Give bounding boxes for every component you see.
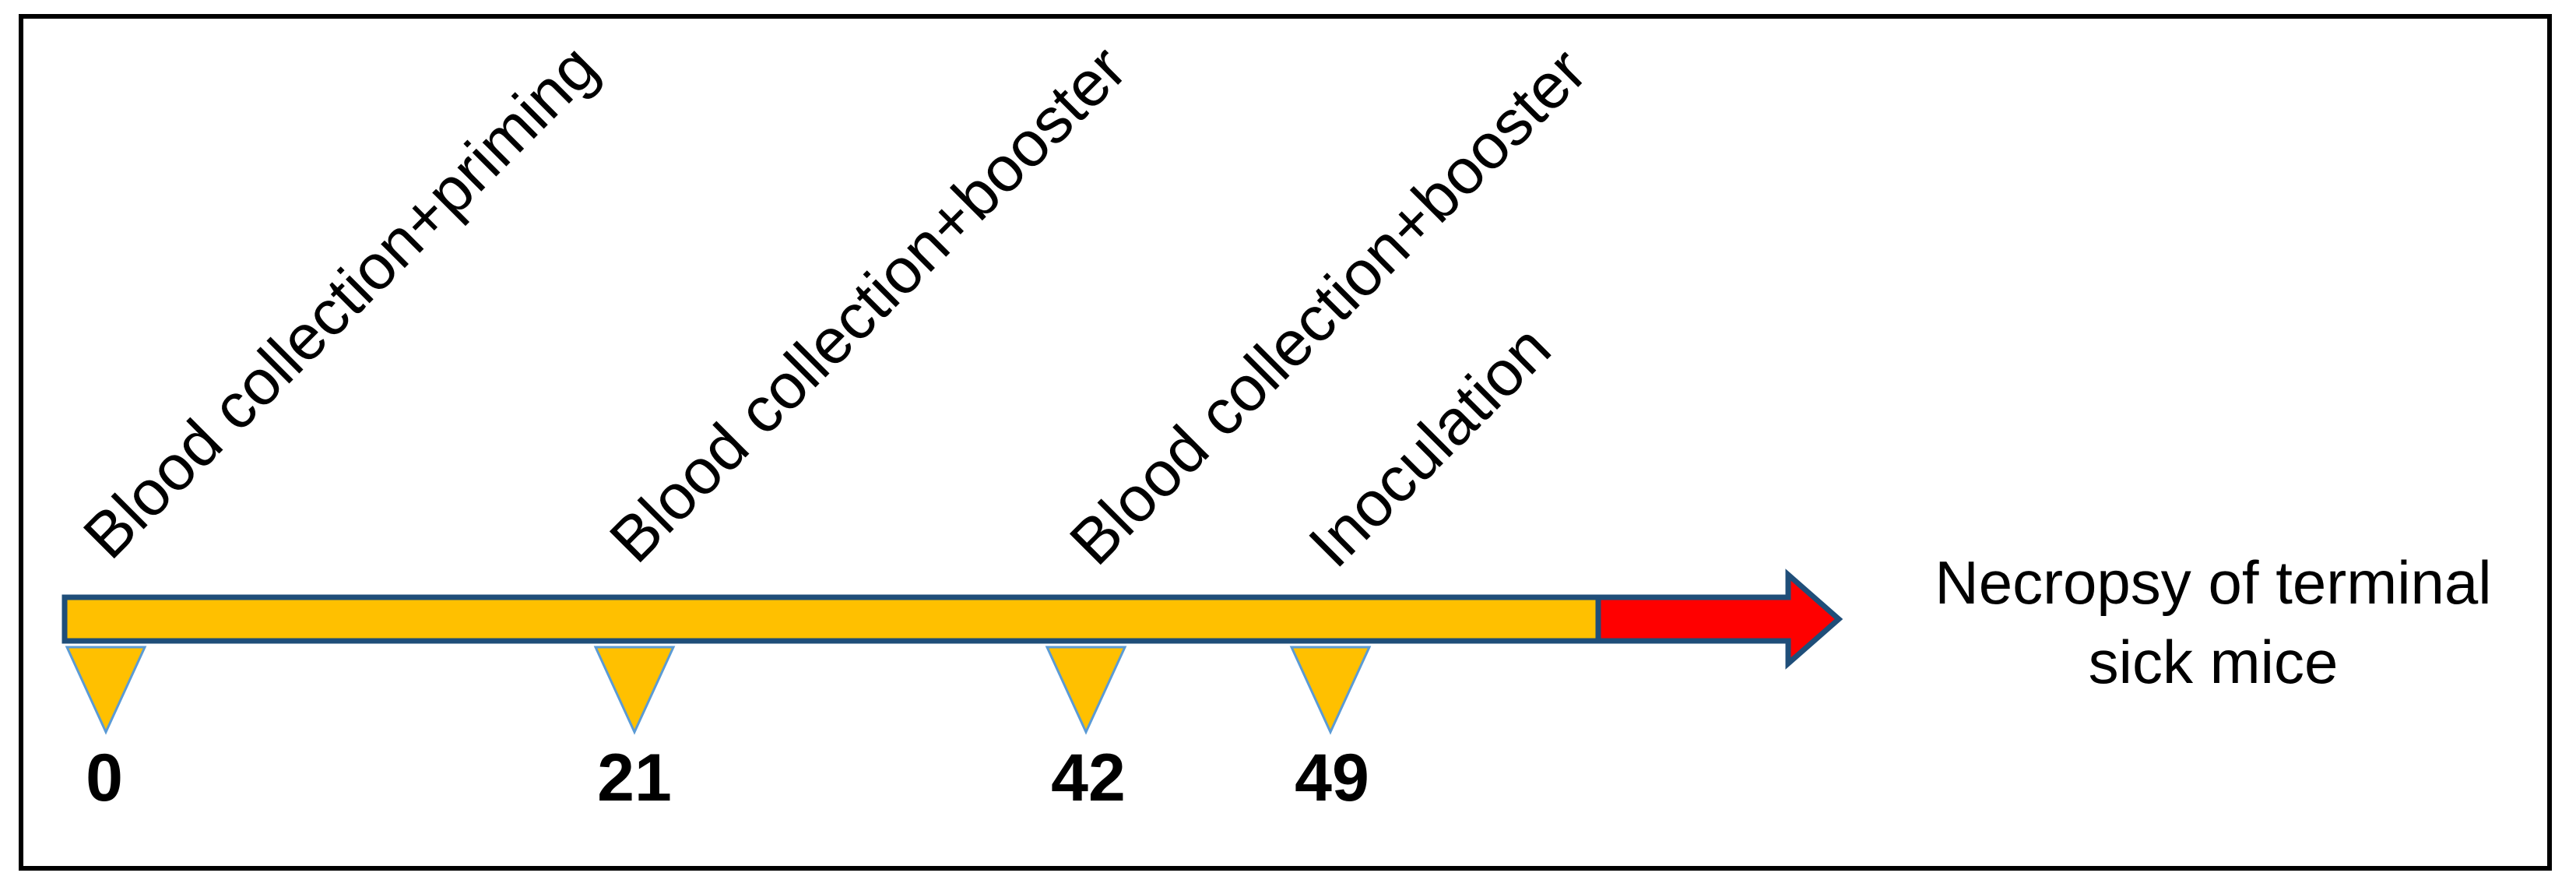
day-label-0: 0 (86, 741, 123, 815)
event-label-priming: Blood collection+priming (70, 31, 610, 572)
timeline-bar (62, 594, 1601, 644)
endpoint-label-line1: Necropsy of terminal (1935, 548, 2491, 617)
day-label-42: 42 (1051, 741, 1126, 815)
event-marker-day-42 (1045, 646, 1127, 735)
event-marker-day-21 (593, 646, 676, 735)
event-marker-day-49 (1289, 646, 1372, 735)
day-label-21: 21 (597, 741, 672, 815)
event-label-inoculation: Inoculation (1295, 312, 1564, 581)
endpoint-label-line2: sick mice (2089, 628, 2339, 696)
event-marker-day-0 (65, 646, 147, 735)
event-label-booster-2: Blood collection+booster (1056, 35, 1600, 579)
day-label-49: 49 (1295, 741, 1369, 815)
timeline-arrow (1595, 568, 1843, 670)
event-label-booster-1: Blood collection+booster (596, 33, 1140, 576)
diagram-frame (19, 14, 2552, 871)
